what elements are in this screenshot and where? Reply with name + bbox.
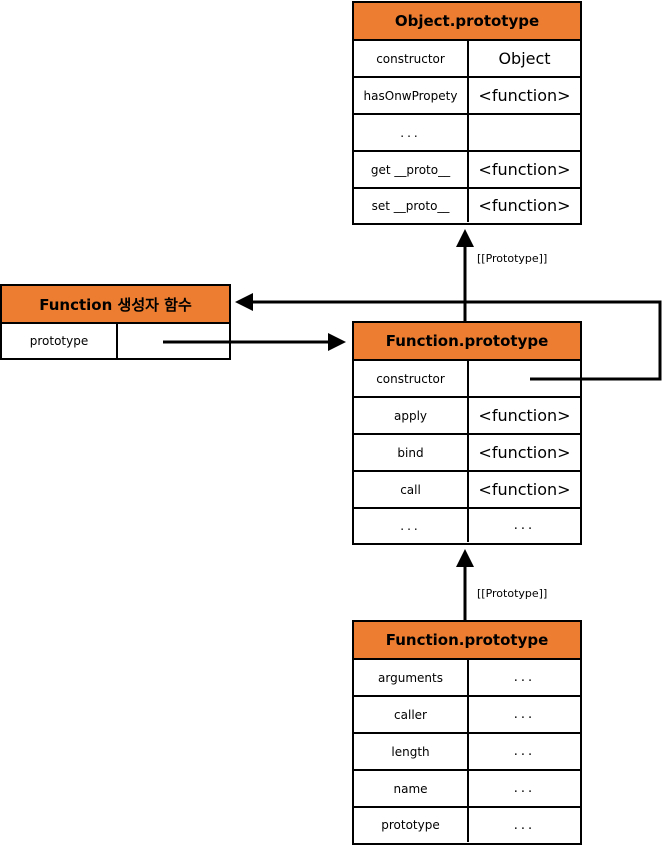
row-key: constructor [354, 361, 469, 396]
row-value: ... [513, 518, 536, 533]
function-constructor-title: Function 생성자 함수 [2, 286, 229, 324]
function-instance-row-name: name ... [354, 771, 580, 808]
object-prototype-row-ellipsis: ... [354, 115, 580, 152]
row-key: apply [354, 398, 469, 433]
row-value: ... [513, 781, 536, 796]
row-value: <function> [478, 406, 571, 425]
function-constructor-row-prototype: prototype [2, 324, 229, 358]
object-prototype-box: Object.prototype constructor Object hasO… [352, 1, 582, 225]
row-key: get __proto__ [354, 152, 469, 187]
function-prototype-row-ellipsis: ... ... [354, 509, 580, 542]
function-instance-title: Function.prototype [354, 622, 580, 660]
upper-prototype-label: [[Prototype]] [477, 252, 548, 265]
row-value: ... [513, 744, 536, 759]
object-prototype-row-constructor: constructor Object [354, 41, 580, 78]
row-key: ... [354, 115, 469, 150]
function-instance-box: Function.prototype arguments ... caller … [352, 620, 582, 845]
constructor-link-arrow [235, 293, 662, 381]
row-key: call [354, 472, 469, 507]
row-key: constructor [354, 41, 469, 76]
row-key: hasOnwPropety [354, 78, 469, 113]
row-key: set __proto__ [354, 189, 469, 222]
function-prototype-row-apply: apply <function> [354, 398, 580, 435]
row-value: ... [513, 817, 536, 833]
row-value: <function> [478, 480, 571, 499]
row-key: caller [354, 697, 469, 732]
function-instance-row-caller: caller ... [354, 697, 580, 734]
function-instance-row-length: length ... [354, 734, 580, 771]
row-key: length [354, 734, 469, 769]
row-key: prototype [354, 808, 469, 842]
row-value: <function> [478, 196, 571, 215]
object-prototype-row-get-proto: get __proto__ <function> [354, 152, 580, 189]
object-prototype-row-hasownproperty: hasOnwPropety <function> [354, 78, 580, 115]
row-key: arguments [354, 660, 469, 695]
function-constructor-box: Function 생성자 함수 prototype [0, 284, 231, 360]
row-key: name [354, 771, 469, 806]
function-prototype-row-constructor: constructor [354, 361, 580, 398]
function-prototype-row-call: call <function> [354, 472, 580, 509]
row-value: <function> [478, 160, 571, 179]
row-value: ... [513, 707, 536, 722]
function-prototype-row-bind: bind <function> [354, 435, 580, 472]
lower-prototype-label: [[Prototype]] [477, 587, 548, 600]
object-prototype-title: Object.prototype [354, 3, 580, 41]
row-value: ... [513, 670, 536, 685]
row-value: <function> [478, 86, 571, 105]
row-value: Object [498, 49, 551, 68]
row-key: prototype [2, 324, 118, 358]
function-prototype-box: Function.prototype constructor apply <fu… [352, 321, 582, 545]
row-key: bind [354, 435, 469, 470]
row-key: ... [354, 509, 469, 542]
function-instance-row-arguments: arguments ... [354, 660, 580, 697]
function-instance-row-prototype: prototype ... [354, 808, 580, 842]
function-prototype-title: Function.prototype [354, 323, 580, 361]
row-value: <function> [478, 443, 571, 462]
object-prototype-row-set-proto: set __proto__ <function> [354, 189, 580, 222]
